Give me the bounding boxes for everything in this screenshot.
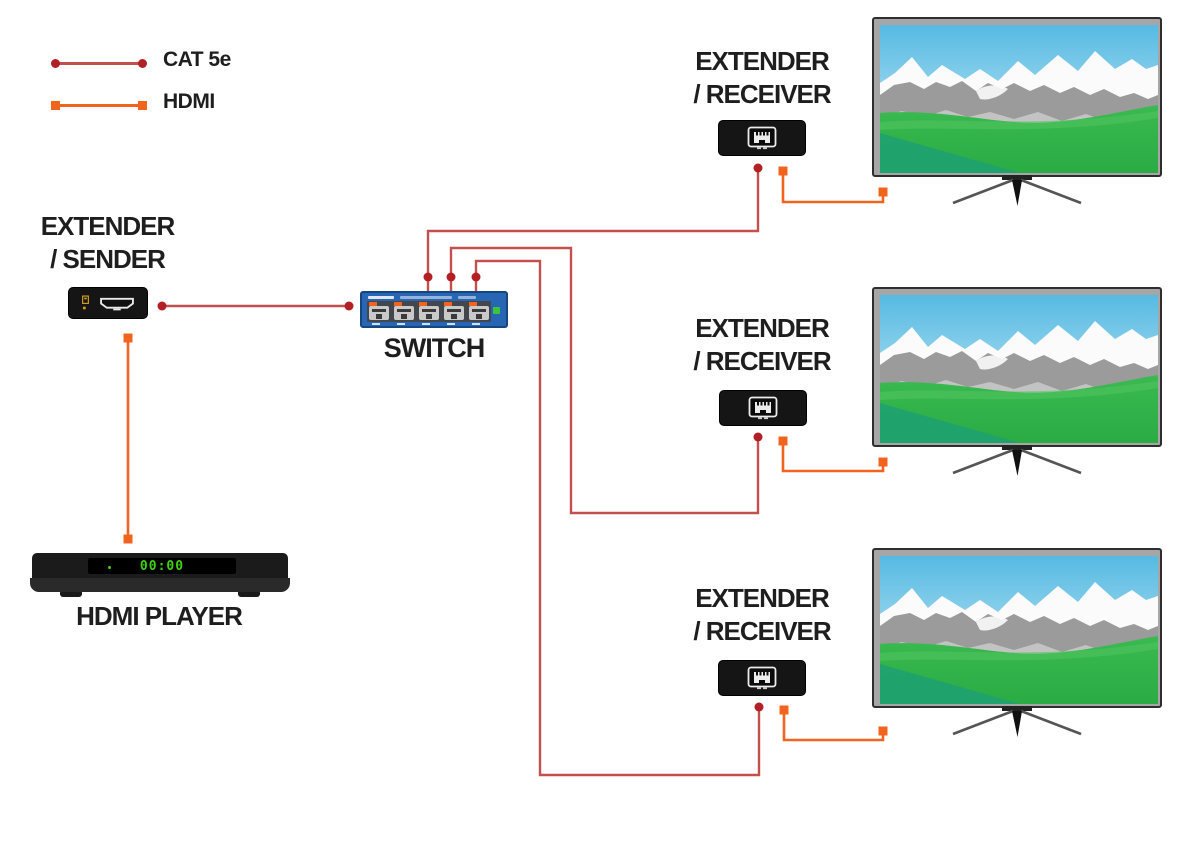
switch-port4-label bbox=[447, 323, 455, 325]
tv-1-bezel bbox=[872, 17, 1162, 177]
switch-port2-label bbox=[397, 323, 405, 325]
switch-port1-tab bbox=[369, 302, 377, 306]
hdmi-port-icon bbox=[98, 296, 136, 311]
switch-port3-label bbox=[422, 323, 430, 325]
tv-1 bbox=[872, 17, 1162, 209]
extender-sender-label-line2: / SENDER bbox=[50, 244, 166, 274]
switch-port-5 bbox=[469, 306, 489, 320]
receiver-1-label-line2: / RECEIVER bbox=[693, 79, 831, 109]
switch-label: SWITCH bbox=[383, 333, 485, 363]
player-foot bbox=[238, 592, 260, 597]
extender-receiver-1-label: EXTENDER / RECEIVER bbox=[672, 45, 852, 111]
extender-sender-label: EXTENDER / SENDER bbox=[30, 210, 185, 276]
tv-2-screen bbox=[880, 295, 1158, 443]
receiver-3-label-line1: EXTENDER bbox=[695, 583, 830, 613]
rj45-port-icon bbox=[747, 126, 777, 150]
player-base bbox=[30, 578, 290, 592]
legend-hdmi-label: HDMI bbox=[163, 90, 215, 113]
extender-sender-device bbox=[68, 287, 148, 319]
switch-port5-tab bbox=[469, 302, 477, 306]
cat5e-dot-icon bbox=[51, 59, 60, 68]
hdmi-cable-receiver2-to-tv2 bbox=[781, 441, 885, 473]
tv-3 bbox=[872, 548, 1162, 740]
player-display-digits: 00:00 bbox=[139, 559, 185, 574]
tv-1-screen bbox=[880, 25, 1158, 173]
switch-brand-text bbox=[368, 296, 394, 299]
switch-port2-tab bbox=[394, 302, 402, 306]
hdmi-line-sample bbox=[51, 101, 147, 110]
switch-port-4 bbox=[444, 306, 464, 320]
receiver-2-label-line1: EXTENDER bbox=[695, 313, 830, 343]
hdmi-player-label: HDMI PLAYER bbox=[76, 601, 243, 631]
tv-2-stand bbox=[937, 445, 1097, 477]
usb-port-icon bbox=[81, 295, 90, 311]
hdmi-cable-receiver3-to-tv3 bbox=[782, 710, 885, 742]
rj45-port-icon bbox=[747, 666, 777, 690]
extender-receiver-2-device bbox=[719, 390, 807, 426]
cat5e-dot-icon bbox=[138, 59, 147, 68]
tv-3-bezel bbox=[872, 548, 1162, 708]
switch-device bbox=[360, 291, 508, 328]
switch-port-strip bbox=[367, 301, 491, 322]
switch-label-text bbox=[458, 296, 476, 299]
switch-port-1 bbox=[369, 306, 389, 320]
switch-model-text bbox=[400, 296, 452, 299]
extender-sender-label-line1: EXTENDER bbox=[40, 211, 176, 241]
hdmi-square-icon bbox=[51, 101, 60, 110]
tv-2-bezel bbox=[872, 287, 1162, 447]
extender-receiver-1-device bbox=[718, 120, 806, 156]
rj45-port-icon bbox=[748, 396, 778, 420]
switch-port-3 bbox=[419, 306, 439, 320]
switch-port4-tab bbox=[444, 302, 452, 306]
cat5e-cable-switch-to-receiver-1 bbox=[426, 168, 760, 277]
receiver-2-label-line2: / RECEIVER bbox=[693, 346, 831, 376]
extender-receiver-2-label: EXTENDER / RECEIVER bbox=[672, 312, 852, 378]
switch-port1-label bbox=[372, 323, 380, 325]
extender-receiver-3-label: EXTENDER / RECEIVER bbox=[672, 582, 852, 648]
tv-2 bbox=[872, 287, 1162, 479]
switch-port5-label bbox=[472, 323, 480, 325]
switch-port-2 bbox=[394, 306, 414, 320]
receiver-3-label-line2: / RECEIVER bbox=[693, 616, 831, 646]
receiver-1-label-line1: EXTENDER bbox=[695, 46, 830, 76]
legend-cat5e-label: CAT 5e bbox=[163, 48, 231, 71]
hdmi-connector-squares bbox=[123, 166, 888, 736]
tv-1-stand bbox=[937, 175, 1097, 207]
hdmi-cable-receiver1-to-tv1 bbox=[781, 171, 885, 204]
hdmi-square-icon bbox=[138, 101, 147, 110]
cat5e-line-sample bbox=[51, 59, 147, 68]
tv-3-screen bbox=[880, 556, 1158, 704]
player-display: 00:00 bbox=[88, 558, 236, 574]
player-foot bbox=[60, 592, 82, 597]
cat5e-cable-switch-to-receiver-2 bbox=[449, 246, 760, 515]
switch-power-led bbox=[493, 307, 500, 314]
cat5e-connector-dots bbox=[157, 163, 764, 712]
cat5e-cable-switch-to-receiver-3 bbox=[474, 259, 761, 777]
tv-3-stand bbox=[937, 706, 1097, 738]
switch-port3-tab bbox=[419, 302, 427, 306]
extender-receiver-3-device bbox=[718, 660, 806, 696]
player-status-led bbox=[108, 566, 111, 569]
